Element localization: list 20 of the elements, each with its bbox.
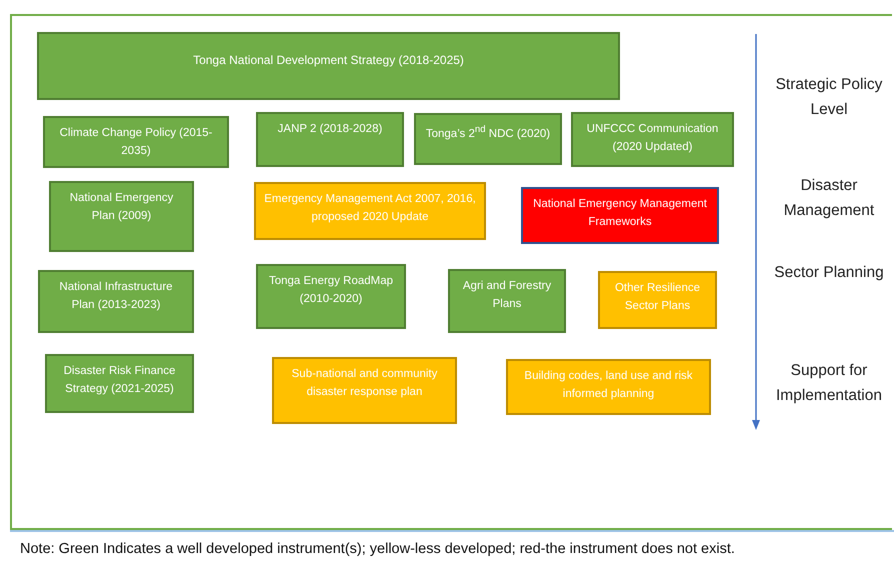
level-label: Disaster Management — [782, 176, 876, 221]
instrument-box: Agri and Forestry Plans — [448, 269, 566, 333]
instrument-box: Building codes, land use and risk informed planning — [506, 359, 711, 415]
instrument-box: Tonga’s 2$^{nd}$ NDC (2020) — [414, 113, 562, 165]
instrument-box: Emergency Management Act 2007, 2016, proposed 2020 Update — [254, 182, 486, 240]
instrument-box: National Emergency Management Frameworks — [521, 187, 719, 244]
note-text: Note: Green Indicates a well developed instrument(s); yellow-less developed; red-the instrument does not exist. — [20, 541, 735, 557]
instrument-box: Tonga Energy RoadMap (2010-2020) — [256, 264, 406, 329]
instrument-box: UNFCCC Communication (2020 Updated) — [571, 112, 734, 167]
instrument-box: Sub-national and community disaster response plan — [272, 357, 457, 424]
instrument-box: National Emergency Plan (2009) — [49, 181, 194, 252]
instrument-box: Tonga National Development Strategy (2018-2025) — [37, 32, 620, 100]
level-label: Support for Implementation — [775, 361, 883, 406]
level-label: Sector Planning — [773, 263, 885, 283]
instrument-box: Disaster Risk Finance Strategy (2021-2025) — [45, 354, 194, 413]
instrument-box: Climate Change Policy (2015-2035) — [43, 116, 229, 168]
instrument-box: National Infrastructure Plan (2013-2023) — [38, 270, 194, 333]
instrument-box: JANP 2 (2018-2028) — [256, 112, 404, 167]
instrument-box: Other Resilience Sector Plans — [598, 271, 717, 329]
level-label: Strategic Policy Level — [774, 75, 884, 120]
